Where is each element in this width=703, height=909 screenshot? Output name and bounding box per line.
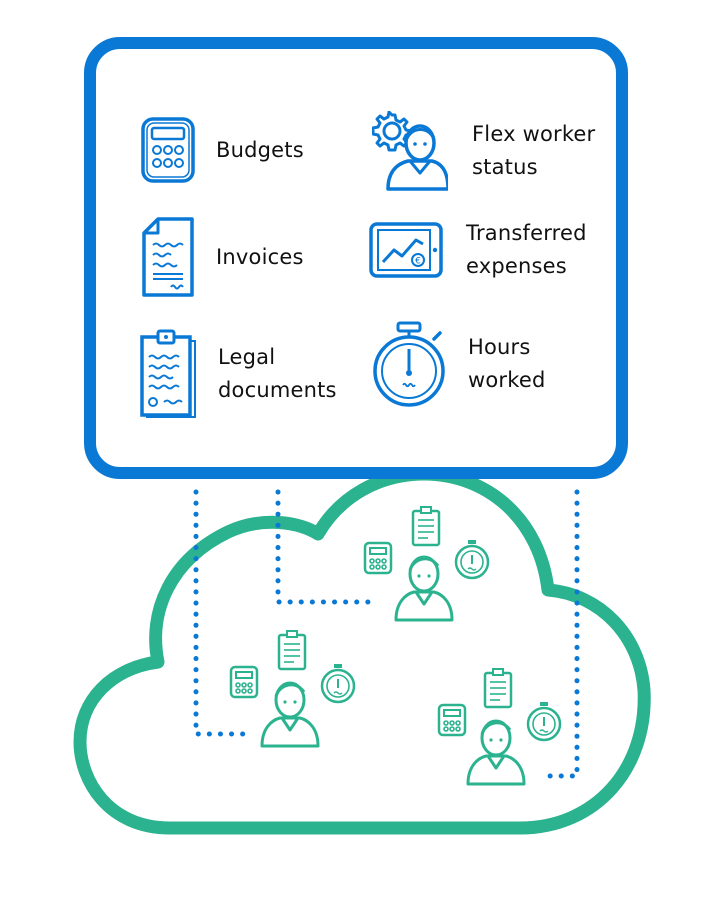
- mini-clipboard-icon: [277, 629, 307, 671]
- worker-cluster-3: [437, 667, 562, 786]
- item-transferred-expenses: € Transferred expenses: [368, 217, 587, 283]
- item-legal-documents: Legal documents: [138, 327, 337, 421]
- svg-text:€: €: [415, 257, 421, 267]
- connector-lines: [193, 489, 580, 779]
- mini-clipboard-icon: [411, 505, 441, 547]
- worker-gear-icon: [372, 111, 448, 191]
- connector-right: [537, 489, 580, 779]
- item-flex-worker-status: Flex worker status: [372, 111, 595, 191]
- mini-calculator-icon: [229, 665, 259, 699]
- item-hours-worked-line2: worked: [468, 368, 546, 392]
- item-flex-worker-status-line1: Flex worker: [472, 122, 596, 146]
- mini-clipboard-icon: [483, 667, 513, 709]
- data-panel: Budgets Invoices: [84, 37, 628, 479]
- mini-stopwatch-icon: [454, 538, 490, 580]
- item-transferred-expenses-label: Transferred expenses: [466, 217, 587, 283]
- stopwatch-icon: [373, 321, 445, 407]
- item-transferred-expenses-line2: expenses: [466, 254, 567, 278]
- item-legal-documents-line2: documents: [218, 378, 337, 402]
- invoice-icon: [142, 217, 194, 297]
- item-hours-worked: Hours worked: [370, 321, 546, 407]
- mini-calculator-icon: [363, 541, 393, 575]
- item-budgets-label: Budgets: [216, 137, 304, 162]
- worker-cluster-1: [363, 505, 490, 622]
- clipboard-icon: [140, 329, 196, 418]
- cloud-outline: [73, 467, 651, 835]
- connector-middle: [275, 489, 381, 605]
- mini-stopwatch-icon: [526, 700, 562, 742]
- item-invoices: Invoices: [138, 215, 304, 299]
- item-flex-worker-status-line2: status: [472, 155, 538, 179]
- mini-worker-icon: [260, 681, 320, 748]
- connector-left: [193, 489, 247, 737]
- mini-worker-icon: [394, 555, 454, 622]
- calculator-icon: [141, 117, 195, 183]
- item-legal-documents-label: Legal documents: [218, 341, 337, 407]
- item-budgets: Budgets: [138, 115, 304, 185]
- mini-worker-icon: [466, 719, 526, 786]
- item-transferred-expenses-line1: Transferred: [466, 221, 587, 245]
- tablet-chart-icon: €: [369, 222, 443, 278]
- mini-calculator-icon: [437, 703, 467, 737]
- item-hours-worked-line1: Hours: [468, 335, 531, 359]
- item-flex-worker-status-label: Flex worker status: [472, 118, 595, 184]
- worker-cluster-2: [229, 629, 356, 748]
- item-hours-worked-label: Hours worked: [468, 331, 546, 397]
- item-invoices-label: Invoices: [216, 244, 304, 269]
- item-legal-documents-line1: Legal: [218, 345, 276, 369]
- mini-stopwatch-icon: [320, 662, 356, 704]
